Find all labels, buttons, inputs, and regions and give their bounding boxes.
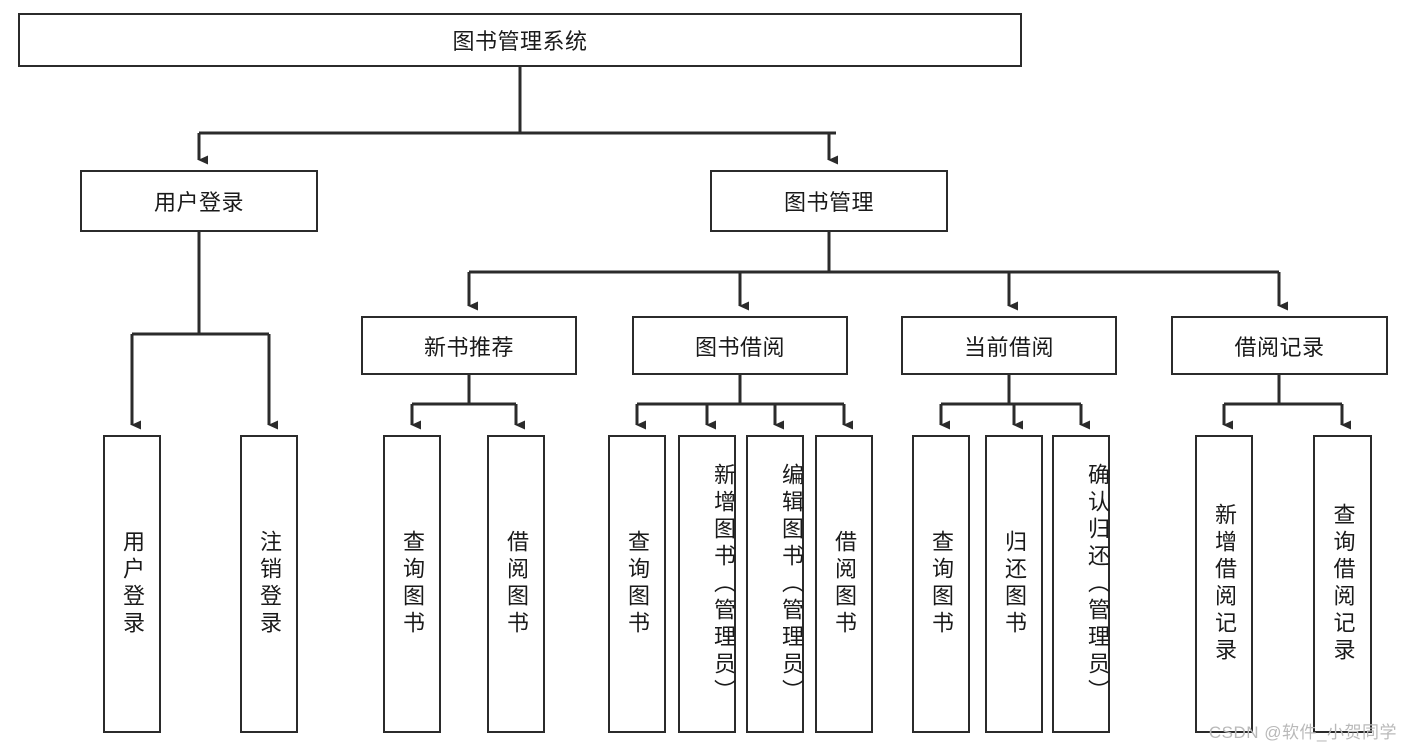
leaf-query-book-3[interactable]: 查询图书 <box>912 435 970 733</box>
leaf-edit-book[interactable]: 编辑图书（管理员） <box>746 435 804 733</box>
leaf-borrow-book-2[interactable]: 借阅图书 <box>815 435 873 733</box>
leaf-logout-label: 注销登录 <box>257 530 282 638</box>
leaf-user-login-label: 用户登录 <box>120 530 145 638</box>
node-new-book-recommend-label: 新书推荐 <box>423 334 514 360</box>
leaf-query-book-3-label: 查询图书 <box>929 530 954 638</box>
node-user-login[interactable]: 用户登录 <box>80 170 318 232</box>
leaf-query-record-label: 查询借阅记录 <box>1330 503 1356 665</box>
leaf-borrow-book-1[interactable]: 借阅图书 <box>487 435 545 733</box>
leaf-user-login[interactable]: 用户登录 <box>103 435 161 733</box>
node-borrow-record[interactable]: 借阅记录 <box>1171 316 1388 375</box>
node-root-label: 图书管理系统 <box>452 29 588 54</box>
leaf-add-record-label: 新增借阅记录 <box>1212 503 1237 665</box>
leaf-borrow-book-2-label: 借阅图书 <box>832 530 857 638</box>
leaf-query-book-1[interactable]: 查询图书 <box>383 435 441 733</box>
leaf-add-book[interactable]: 新增图书（管理员） <box>678 435 736 733</box>
leaf-add-record[interactable]: 新增借阅记录 <box>1195 435 1253 733</box>
node-user-login-label: 用户登录 <box>153 190 244 215</box>
leaf-query-book-2-label: 查询图书 <box>625 530 650 638</box>
watermark-text: CSDN @软件_小贺同学 <box>1208 723 1397 742</box>
leaf-query-record[interactable]: 查询借阅记录 <box>1313 435 1372 733</box>
node-book-management-label: 图书管理 <box>783 190 874 215</box>
node-book-management[interactable]: 图书管理 <box>710 170 948 232</box>
leaf-return-book[interactable]: 归还图书 <box>985 435 1043 733</box>
leaf-confirm-return[interactable]: 确认归还（管理员） <box>1052 435 1110 733</box>
node-new-book-recommend[interactable]: 新书推荐 <box>361 316 577 375</box>
leaf-add-book-label: 新增图书（管理员） <box>711 462 736 706</box>
node-root[interactable]: 图书管理系统 <box>18 13 1022 67</box>
leaf-return-book-label: 归还图书 <box>1002 530 1027 638</box>
leaf-query-book-2[interactable]: 查询图书 <box>608 435 666 733</box>
leaf-edit-book-label: 编辑图书（管理员） <box>779 462 804 706</box>
leaf-query-book-1-label: 查询图书 <box>400 530 425 638</box>
node-current-borrow[interactable]: 当前借阅 <box>901 316 1117 375</box>
node-book-borrow-label: 图书借阅 <box>694 334 785 360</box>
node-book-borrow[interactable]: 图书借阅 <box>632 316 848 375</box>
leaf-logout[interactable]: 注销登录 <box>240 435 298 733</box>
leaf-borrow-book-1-label: 借阅图书 <box>504 530 529 638</box>
node-borrow-record-label: 借阅记录 <box>1234 334 1325 360</box>
leaf-confirm-return-label: 确认归还（管理员） <box>1085 462 1110 706</box>
node-current-borrow-label: 当前借阅 <box>963 334 1054 360</box>
